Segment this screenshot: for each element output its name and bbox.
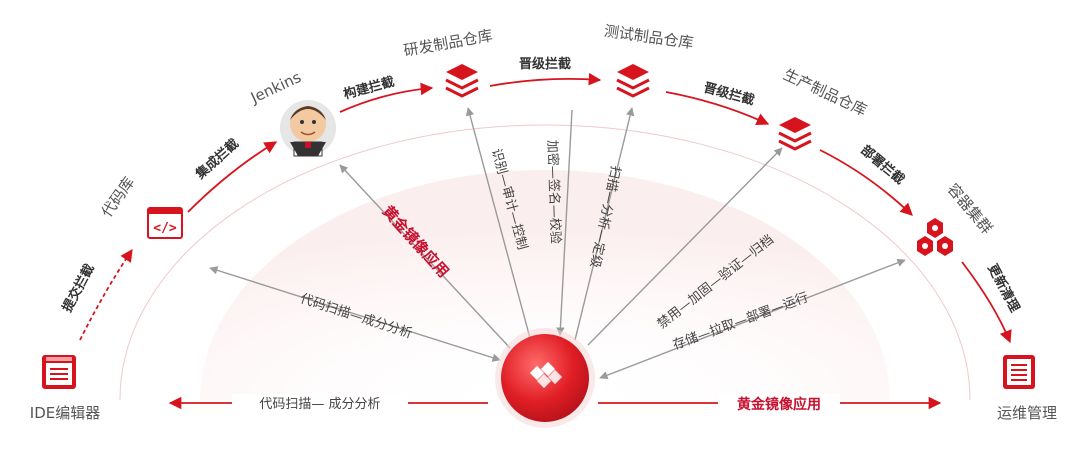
outer-arc — [119, 124, 971, 401]
node-label-cluster: 容器集群 — [944, 180, 996, 238]
node-label-test-repo: 测试制品仓库 — [603, 22, 695, 52]
node-label-jenkins: Jenkins — [247, 68, 304, 107]
gate-deploy: 部署拦截 — [858, 142, 908, 188]
bottom-right-label: 黄金镜像应用 — [737, 396, 821, 413]
bottom-left-label: 代码扫描— 成分分析 — [259, 397, 380, 412]
gate-commit: 提交拦截 — [59, 261, 98, 314]
server-list-icon — [1003, 355, 1035, 389]
platform-logo-icon — [529, 361, 563, 389]
prod-repo-stack-icon — [778, 117, 812, 151]
jenkins-butler-icon — [280, 100, 336, 157]
test-repo-stack-icon — [616, 64, 650, 98]
gray-spokes — [209, 107, 906, 380]
spoke-label-encrypt: 加密—签名—校验 — [544, 140, 564, 245]
bottom-right-label-bg — [718, 394, 840, 412]
center-platform — [495, 328, 595, 428]
gate-promote-1: 晋级拦截 — [519, 56, 571, 72]
hexagon-cluster-icon — [917, 218, 953, 256]
gate-integrate: 集成拦截 — [192, 136, 242, 183]
node-label-prod-repo: 生产制品仓库 — [781, 65, 870, 119]
svg-text:</>: </> — [153, 221, 177, 236]
gate-promote-2: 晋级拦截 — [702, 80, 756, 109]
bottom-left-label-bg — [232, 394, 408, 412]
dev-repo-stack-icon — [445, 64, 479, 98]
gate-build: 构建拦截 — [342, 74, 396, 103]
gate-update: 更新清理 — [984, 261, 1023, 314]
node-label-ops: 运维管理 — [997, 404, 1057, 422]
node-label-dev-repo: 研发制品仓库 — [402, 26, 494, 59]
node-label-ide: IDE编辑器 — [30, 404, 100, 422]
code-repo-icon: </> — [147, 207, 183, 239]
node-label-repo: 代码库 — [98, 174, 139, 221]
ide-window-icon — [42, 355, 76, 389]
